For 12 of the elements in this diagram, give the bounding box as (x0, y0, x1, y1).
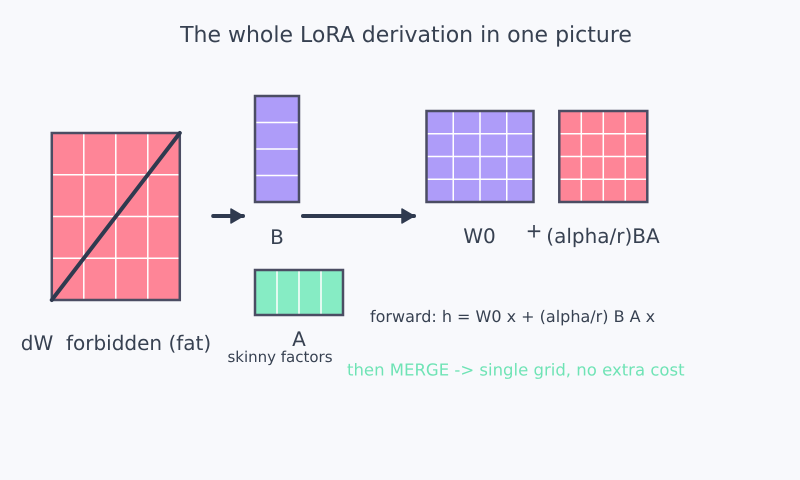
matrix-label: W0 (463, 225, 496, 247)
note-text: then MERGE -> single grid, no extra cost (347, 360, 685, 380)
matrix-label: dW forbidden (fat) (20, 332, 212, 354)
matrix-label: A (292, 328, 306, 350)
matrix-label: (alpha/r)BA (546, 225, 660, 247)
plus-sign: + (526, 220, 542, 242)
matrix-caption: skinny factors (227, 348, 333, 366)
formula-text: forward: h = W0 x + (alpha/r) B A x (370, 308, 656, 326)
arrow (211, 208, 245, 224)
diagram-title: The whole LoRA derivation in one picture (180, 22, 632, 50)
arrow (301, 208, 416, 224)
matrix-label: B (270, 226, 284, 248)
